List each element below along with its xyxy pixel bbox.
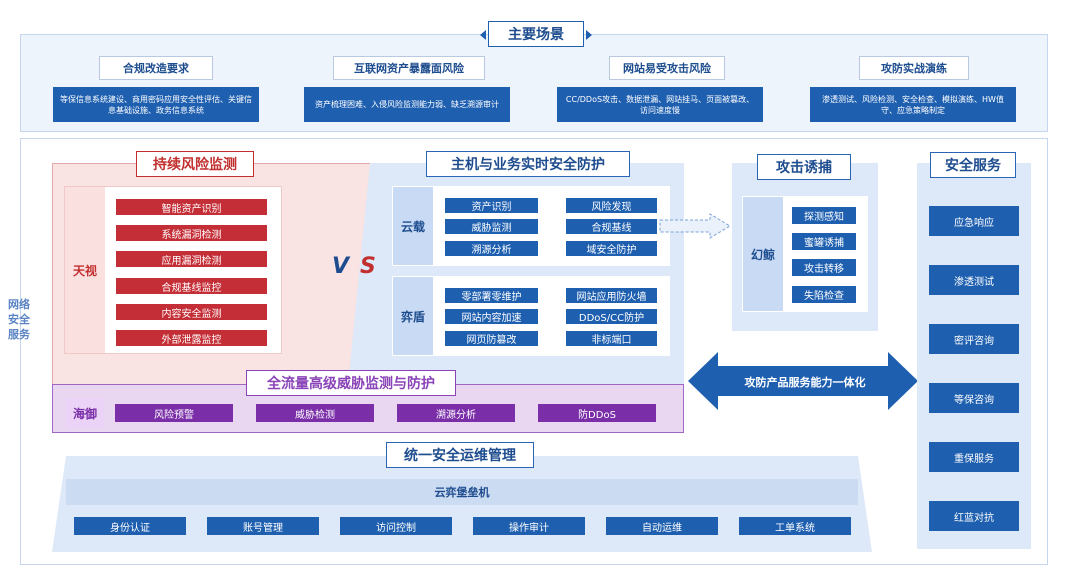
main-scenarios-title: 主要场景 <box>480 21 592 47</box>
ops-item: 访问控制 <box>340 517 452 535</box>
network-security-service-label: 网络安全服务 <box>8 298 30 341</box>
scenario-desc-website: CC/DDoS攻击、数据泄漏、网站挂马、页面被篡改、访问速度慢 <box>557 87 763 122</box>
service-item: 红蓝对抗 <box>929 501 1019 531</box>
service-item: 密评咨询 <box>929 324 1019 354</box>
integration-label: 攻防产品服务能力一体化 <box>744 376 866 389</box>
bastion-host-label: 云弈堡垒机 <box>66 479 858 505</box>
risk-item: 应用漏洞检测 <box>116 251 267 267</box>
scenario-desc-compliance: 等保信息系统建设、商用密码应用安全性评估、关键信息基础设施、政务信息系统 <box>53 87 259 122</box>
attack-lure-title: 攻击诱捕 <box>757 154 851 180</box>
lure-item: 探测感知 <box>792 207 856 224</box>
traffic-threat-title: 全流量高级威胁监测与防护 <box>246 370 456 396</box>
risk-item: 系统漏洞检测 <box>116 225 267 241</box>
risk-item: 内容安全监测 <box>116 304 267 320</box>
service-item: 应急响应 <box>929 206 1019 236</box>
vs-letter-s: S <box>360 254 376 279</box>
ops-item: 账号管理 <box>207 517 319 535</box>
traffic-item: 威胁检测 <box>256 404 374 422</box>
tianshi-product-label: 天视 <box>65 187 105 353</box>
cloud-item: 合规基线 <box>566 219 657 234</box>
ops-management-title: 统一安全运维管理 <box>386 442 534 468</box>
lure-item: 蜜罐诱捕 <box>792 233 856 250</box>
ops-item: 操作审计 <box>473 517 585 535</box>
risk-item: 外部泄露监控 <box>116 330 267 346</box>
traffic-item: 防DDoS <box>538 404 656 422</box>
shield-item: 非标端口 <box>566 331 657 346</box>
ops-item: 身份认证 <box>74 517 186 535</box>
lure-item: 失陷检查 <box>792 286 856 303</box>
integration-double-arrow-icon <box>688 352 918 410</box>
scenario-label-website: 网站易受攻击风险 <box>609 56 725 80</box>
traffic-item: 溯源分析 <box>397 404 515 422</box>
ops-item: 自动运维 <box>606 517 718 535</box>
dashed-arrow-icon <box>659 213 731 239</box>
scenario-label-compliance: 合规改造要求 <box>99 56 213 80</box>
service-item: 渗透测试 <box>929 265 1019 295</box>
cloud-item: 溯源分析 <box>445 241 538 256</box>
service-item: 重保服务 <box>929 442 1019 472</box>
shield-item: DDoS/CC防护 <box>566 309 657 324</box>
lure-item: 攻击转移 <box>792 259 856 276</box>
host-protection-title: 主机与业务实时安全防护 <box>426 151 630 177</box>
cloud-item: 资产识别 <box>445 198 538 213</box>
shield-item: 零部署零维护 <box>445 288 538 303</box>
vs-letter-v: V <box>332 254 350 279</box>
cloud-item: 威胁监测 <box>445 219 538 234</box>
shield-item: 网站应用防火墙 <box>566 288 657 303</box>
huanjing-product-label: 幻鲸 <box>743 197 783 311</box>
cloud-item: 域安全防护 <box>566 241 657 256</box>
scenario-label-drill: 攻防实战演练 <box>859 56 969 80</box>
yidun-product-label: 弈盾 <box>393 277 433 355</box>
traffic-item: 风险预警 <box>115 404 233 422</box>
shield-item: 网站内容加速 <box>445 309 538 324</box>
ops-item: 工单系统 <box>739 517 851 535</box>
haiyu-product-label: 海御 <box>66 398 104 428</box>
cloud-item: 风险发现 <box>566 198 657 213</box>
yunzai-product-label: 云载 <box>393 187 433 265</box>
security-services-title: 安全服务 <box>930 152 1016 178</box>
scenario-desc-exposure: 资产梳理困难、入侵风险监测能力弱、缺乏溯源审计 <box>304 87 510 122</box>
service-item: 等保咨询 <box>929 383 1019 413</box>
scenario-desc-drill: 渗透测试、风险检测、安全检查、模拟演练、HW值守、应急策略制定 <box>810 87 1016 122</box>
risk-item: 合规基线监控 <box>116 278 267 294</box>
shield-item: 网页防篡改 <box>445 331 538 346</box>
risk-monitoring-title: 持续风险监测 <box>136 151 254 177</box>
risk-item: 智能资产识别 <box>116 199 267 215</box>
scenario-label-exposure: 互联网资产暴露面风险 <box>333 56 485 80</box>
